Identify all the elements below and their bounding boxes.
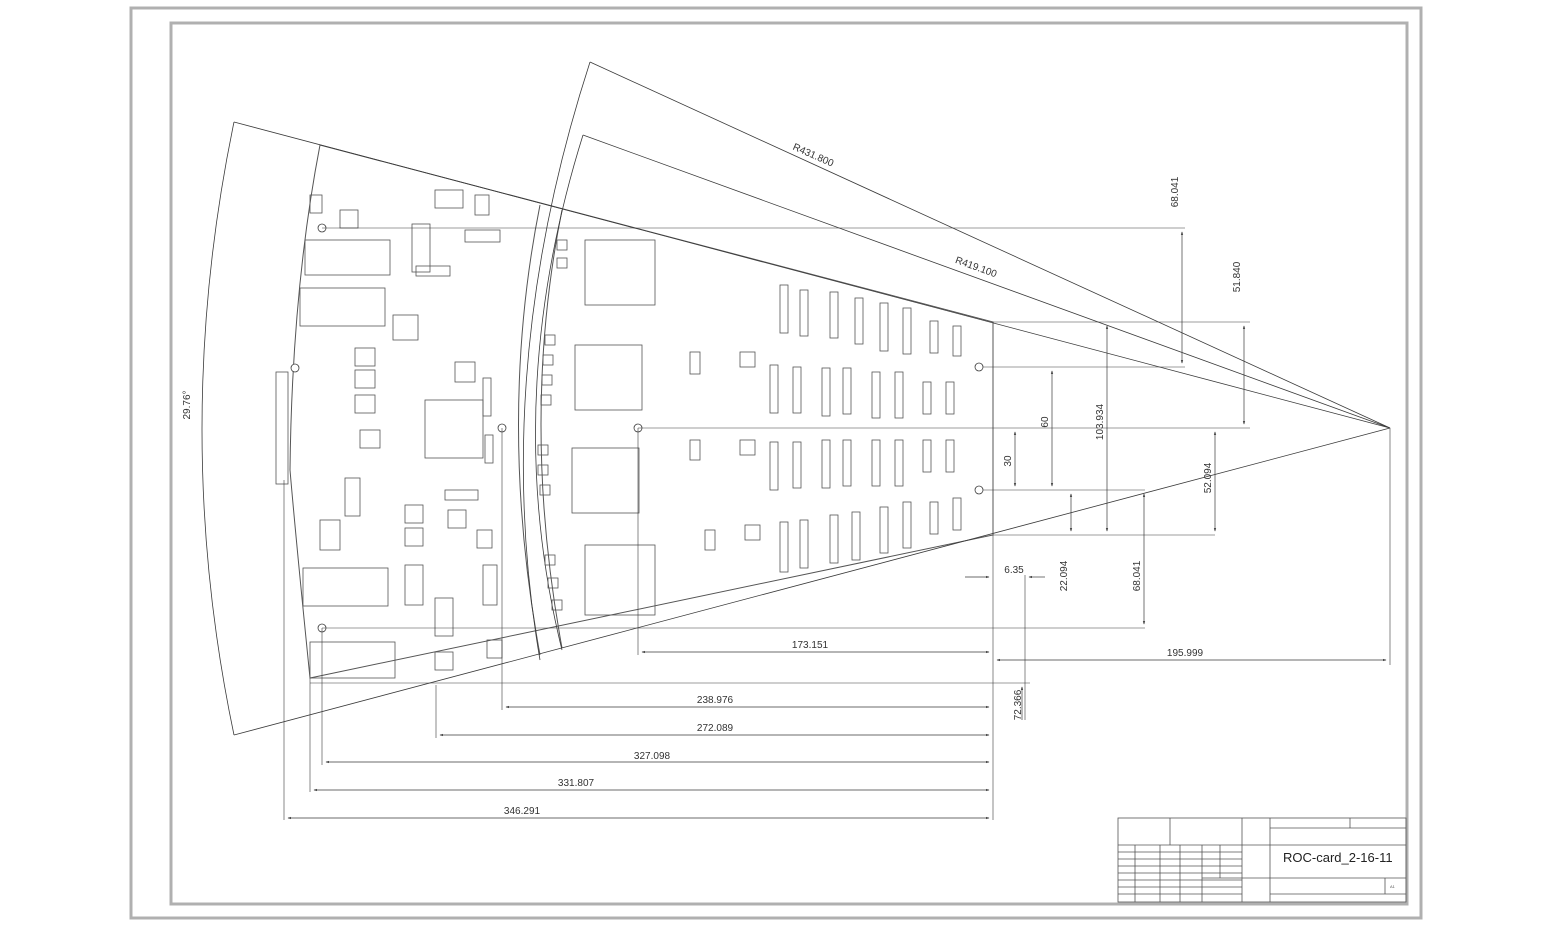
dim-103-934: 103.934 <box>1095 403 1106 440</box>
dim-195-999: 195.999 <box>1167 648 1204 659</box>
drawing-title: ROC-card_2-16-11 <box>1283 850 1393 865</box>
dim-22-094: 22.094 <box>1059 560 1070 591</box>
dim-6-35: 6.35 <box>1004 565 1024 576</box>
dim-72-366: 72.366 <box>1013 689 1024 720</box>
dim-238-976: 238.976 <box>697 695 734 706</box>
sheet-label: A1 <box>1390 884 1396 889</box>
angle-sector <box>201 61 1391 736</box>
dim-331-807: 331.807 <box>558 778 595 789</box>
dim-30: 30 <box>1003 455 1014 467</box>
outer-frame <box>129 6 1423 920</box>
dim-68-041-top: 68.041 <box>1170 176 1181 207</box>
board-components <box>275 189 962 679</box>
dimension-lines <box>287 231 1387 820</box>
inner-frame <box>169 21 1409 906</box>
dim-r-outer: R431.800 <box>791 142 835 170</box>
dim-346-291: 346.291 <box>504 806 541 817</box>
dim-60: 60 <box>1040 416 1051 428</box>
title-block <box>1117 817 1407 903</box>
dim-272-089: 272.089 <box>697 723 734 734</box>
extension-lines <box>283 227 1391 820</box>
dim-52-094: 52.094 <box>1203 462 1214 493</box>
dim-51-840: 51.840 <box>1232 261 1243 292</box>
dim-68-041-low: 68.041 <box>1132 560 1143 591</box>
dim-173-151: 173.151 <box>792 640 829 651</box>
dim-angle: 29.76° <box>182 390 193 419</box>
dim-327-098: 327.098 <box>634 751 671 762</box>
board-outline <box>289 144 994 679</box>
dim-r-inner: R419.100 <box>954 255 999 280</box>
